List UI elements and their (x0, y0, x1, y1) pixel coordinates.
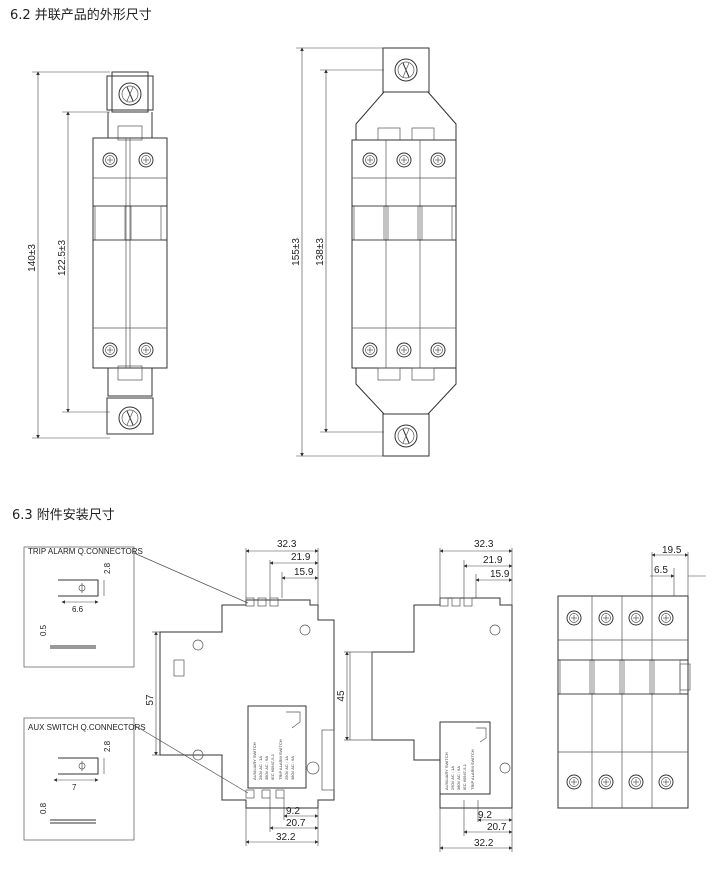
section-title-outline: 6.2 并联产品的外形尺寸 (10, 8, 152, 23)
sv2-dim-height: 45 (336, 690, 347, 702)
two-pole-dimensions: 140±3 122.5±3 (27, 71, 110, 439)
sv1-dim-bottom-0: 9.2 (286, 806, 300, 817)
dim-three-pole-body: 138±3 (315, 238, 326, 266)
sv1-dim-height: 57 (145, 694, 156, 706)
sv1-dim-top-1: 21.9 (291, 552, 311, 563)
aux-switch-t: 0.8 (39, 802, 48, 814)
sv2-dim-bottom-0: 9.2 (478, 810, 492, 821)
sv2-dim-top-2: 15.9 (490, 569, 510, 580)
section-title-accessory: 6.3 附件安装尺寸 (12, 508, 115, 523)
plate-line-6: 250V AC : 1A (284, 756, 289, 780)
aux-switch-callout: AUX SWITCH Q.CONNECTORS 2.8 7 0.8 (23, 717, 249, 841)
three-pole-dimensions: 155±3 138±3 (291, 47, 384, 457)
sv2-dim-bottom-2: 32.2 (474, 838, 494, 849)
side-view-2: AUXILIARY SWITCH 250V AC : 1A 380V AC : … (349, 597, 513, 809)
side-view-1-dimensions: 32.3 21.9 15.9 57 9.2 20.7 32.2 (145, 539, 319, 846)
plate-line-2: 250V AC : 1A (258, 756, 263, 780)
trip-alarm-callout: TRIP ALARM Q.CONNECTORS 2.8 6.6 0.5 (23, 546, 249, 668)
sv1-dim-top-2: 15.9 (294, 567, 314, 578)
fv-dim-top-1: 6.5 (654, 565, 668, 576)
aux-switch-w: 7 (72, 783, 77, 792)
sv1-dim-bottom-1: 20.7 (286, 818, 306, 829)
aux-switch-label: AUX SWITCH Q.CONNECTORS (28, 723, 146, 732)
plate2-line-3: 380V AC : 6A (456, 766, 461, 790)
sv1-dim-bottom-2: 32.2 (276, 832, 296, 843)
trip-alarm-w: 6.6 (72, 605, 84, 614)
aux-switch-h: 2.8 (103, 740, 112, 752)
bottom-mount-knob-icon-2 (394, 424, 418, 448)
plate-line-3: 380V AC : 6A (264, 756, 269, 780)
dim-two-pole-total: 140±3 (27, 244, 38, 272)
plate2-line-1: AUXILIARY SWITCH (444, 752, 449, 790)
front-view-dimensions: 19.5 6.5 (650, 545, 706, 596)
side-view-2-dimensions: 32.3 21.9 15.9 45 9.2 20.7 32.2 (336, 539, 513, 852)
two-pole-outline (92, 71, 168, 435)
plate-line-5: TRIP ALARM SWITCH (278, 739, 283, 780)
plate2-line-4: IEC 60947-5-1 (462, 763, 467, 790)
top-mount-knob-icon (118, 82, 142, 106)
sv2-dim-top-1: 21.9 (483, 555, 503, 566)
sv2-dim-bottom-1: 20.7 (487, 822, 507, 833)
dim-three-pole-total: 155±3 (291, 238, 302, 266)
three-pole-outline (351, 47, 457, 457)
plate2-line-5: TRIP ALARM SWITCH (470, 749, 475, 790)
side-view-1: AUXILIARY SWITCH 250V AC : 1A 380V AC : … (159, 597, 335, 809)
plate-line-4: IEC 60947-5-1 (270, 753, 275, 780)
bottom-mount-knob-icon (118, 406, 142, 430)
plate-line-1: AUXILIARY SWITCH (252, 742, 257, 780)
sv1-dim-top-0: 32.3 (277, 539, 297, 550)
top-mount-knob-icon-2 (394, 58, 418, 82)
plate-line-7: 380V AC : 6A (290, 756, 295, 780)
plate2-line-2: 250V AC : 1A (450, 766, 455, 790)
fv-dim-top-0: 19.5 (662, 545, 682, 556)
trip-alarm-t: 0.5 (39, 624, 48, 636)
trip-alarm-label: TRIP ALARM Q.CONNECTORS (28, 547, 143, 556)
front-view (557, 595, 691, 809)
dim-two-pole-body: 122.5±3 (57, 240, 68, 277)
sv2-dim-top-0: 32.3 (474, 539, 494, 550)
trip-alarm-h: 2.8 (103, 562, 112, 574)
